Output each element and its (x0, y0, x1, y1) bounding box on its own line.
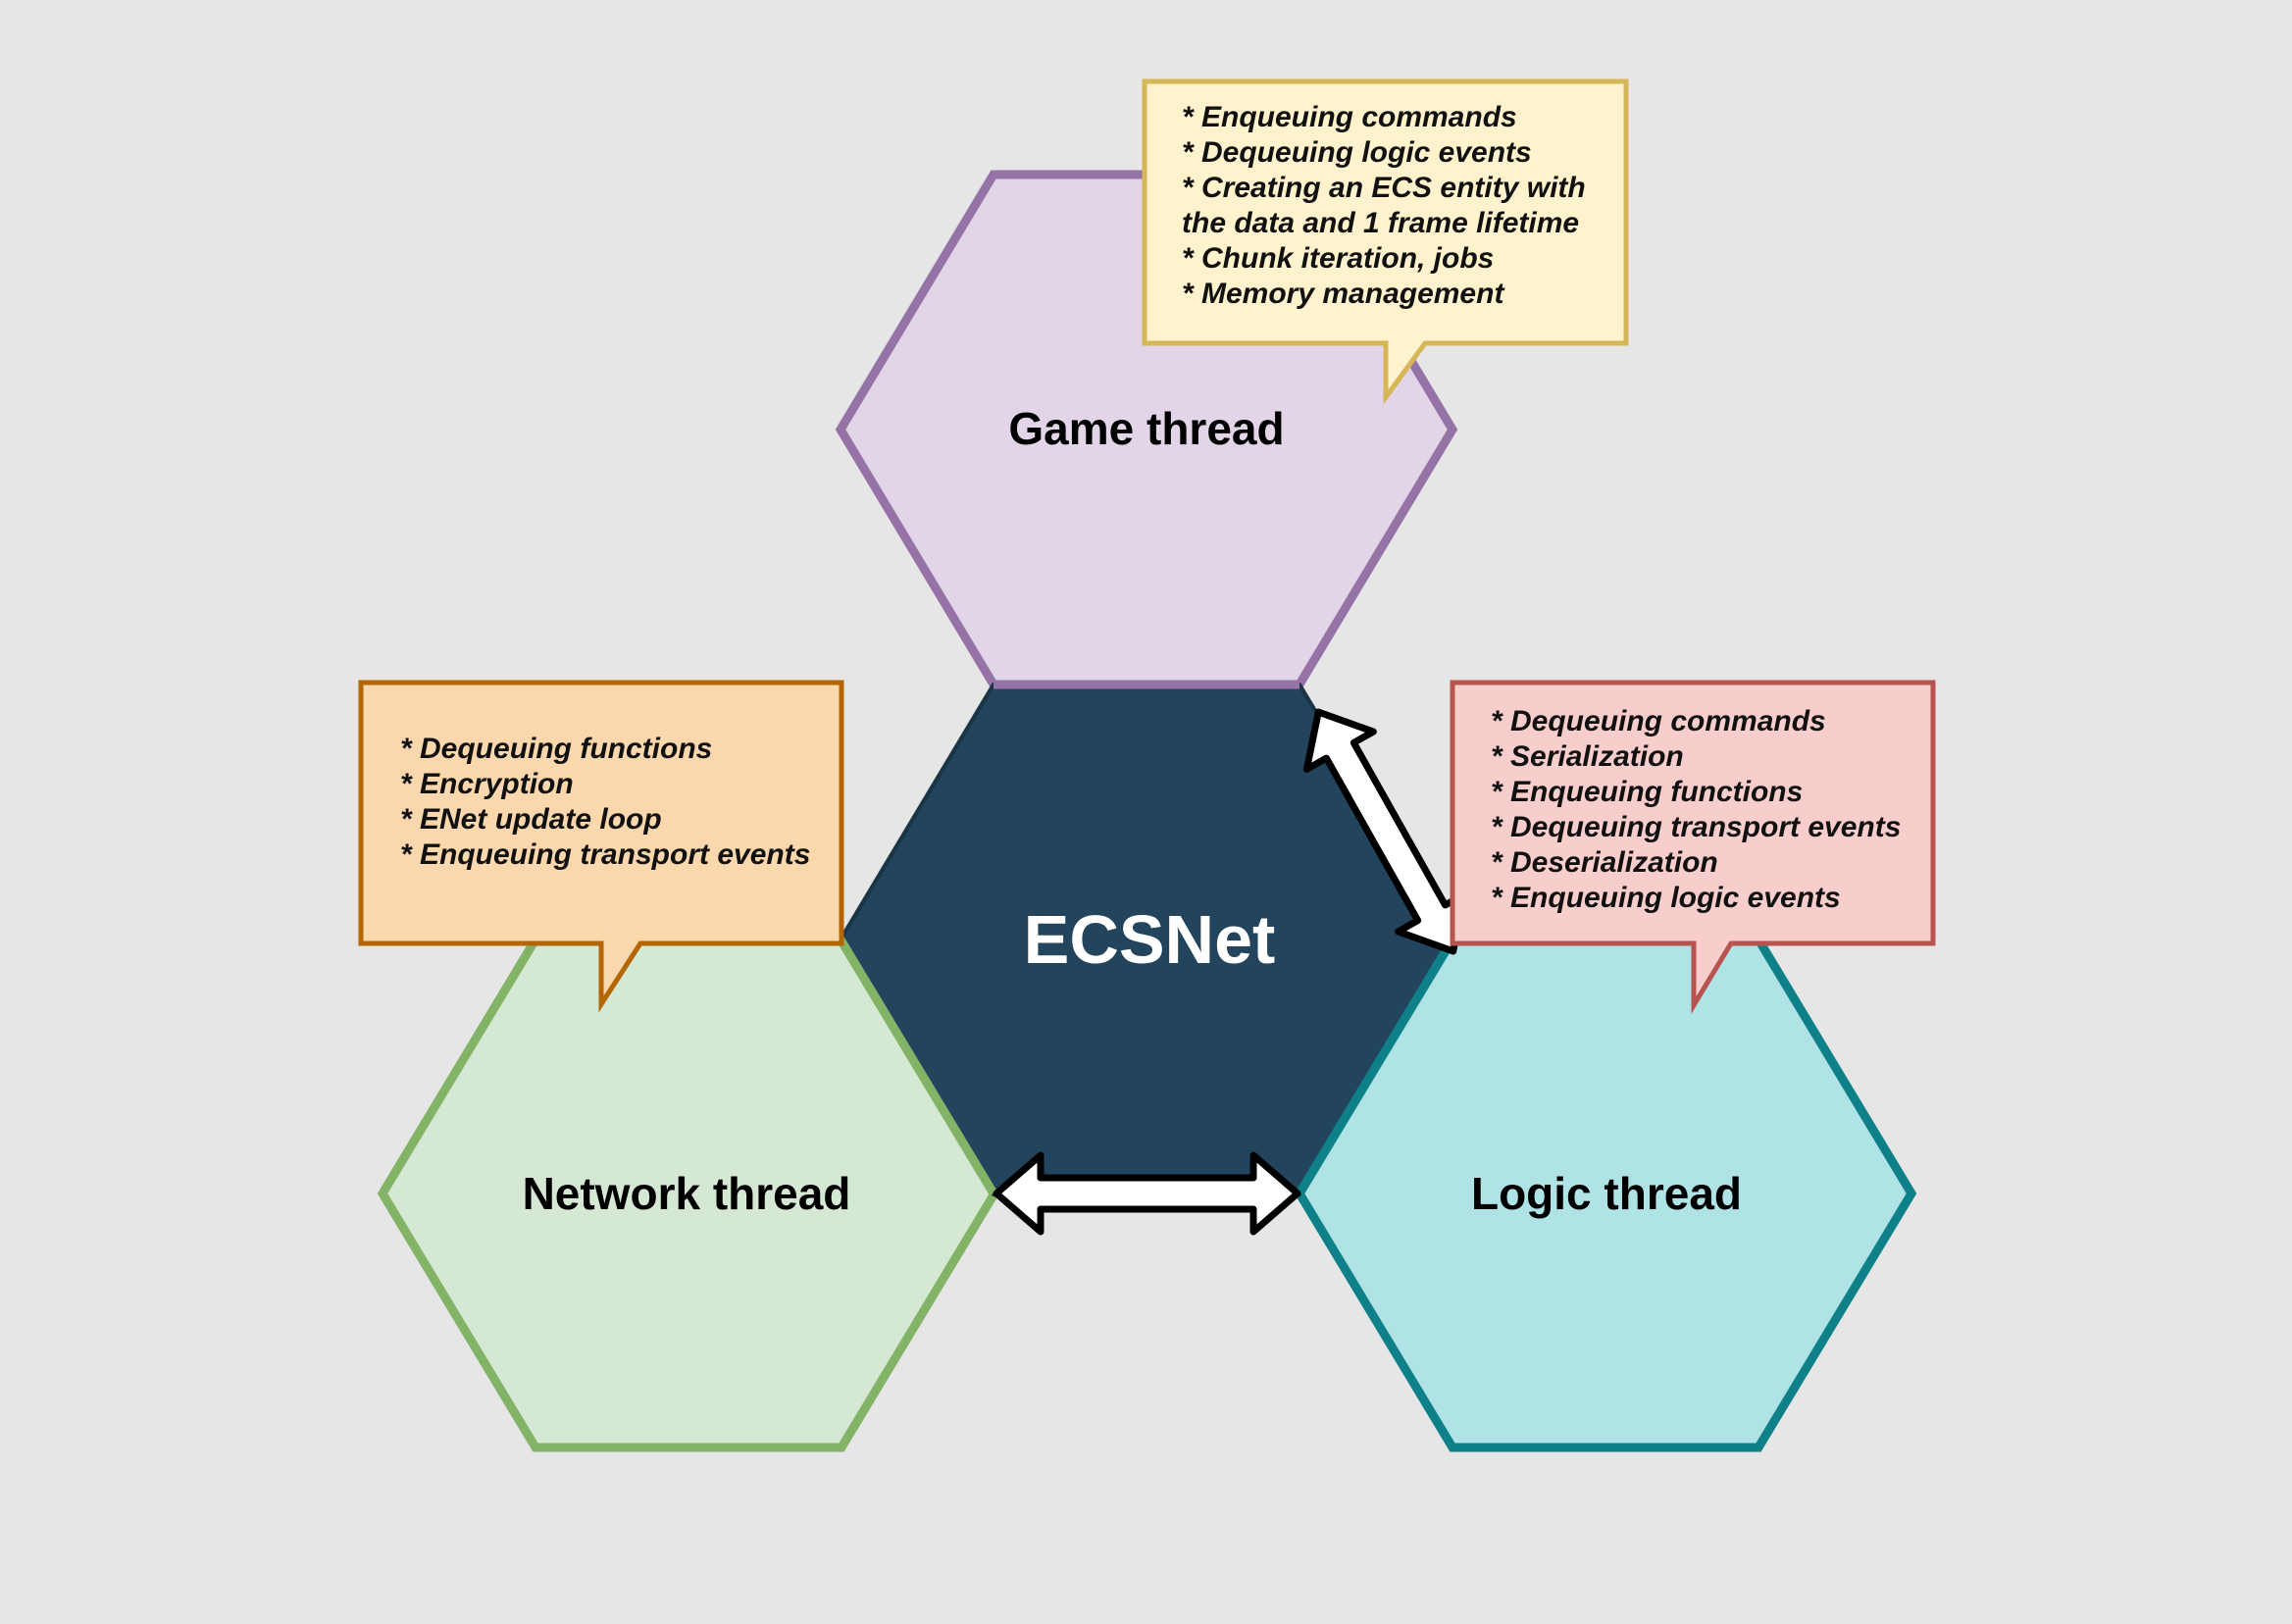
network-note-line: * Enqueuing transport events (400, 838, 810, 871)
network-note-line: * Encryption (400, 768, 574, 800)
game-note-line: the data and 1 frame lifetime (1182, 207, 1579, 239)
ecsnet-label: ECSNet (1024, 901, 1276, 978)
logic-note-line: * Enqueuing logic events (1491, 882, 1841, 914)
logic-note-line: * Serialization (1491, 740, 1684, 773)
network-thread-note-text: * Dequeuing functions * Encryption * ENe… (400, 733, 810, 871)
network-logic-double-arrow (993, 1151, 1301, 1236)
network-thread-edge (837, 937, 997, 1196)
logic-note-line: * Dequeuing commands (1491, 705, 1826, 737)
game-note-line: * Chunk iteration, jobs (1182, 242, 1494, 275)
network-thread-note-bubble (358, 680, 844, 1013)
network-thread-label: Network thread (523, 1168, 851, 1219)
logic-note-line: * Deserialization (1491, 846, 1718, 879)
network-thread-note: * Dequeuing functions * Encryption * ENe… (358, 680, 844, 1013)
network-note-line: * ENet update loop (400, 803, 662, 836)
game-logic-double-arrow (1302, 708, 1469, 955)
logic-note-line: * Dequeuing transport events (1491, 811, 1901, 843)
game-thread-note-text: * Enqueuing commands * Dequeuing logic e… (1182, 101, 1594, 310)
logic-thread-note-bubble (1450, 680, 1936, 1014)
logic-thread-note-text: * Dequeuing commands * Serialization * E… (1491, 705, 1910, 914)
logic-thread-note: * Dequeuing commands * Serialization * E… (1450, 680, 1936, 1014)
game-note-line: * Creating an ECS entity with (1182, 172, 1586, 204)
game-note-line: * Dequeuing logic events (1182, 136, 1532, 169)
game-note-line: * Memory management (1182, 278, 1505, 310)
game-thread-label: Game thread (1008, 403, 1284, 454)
logic-thread-edge (1296, 937, 1456, 1196)
game-thread-note-bubble (1142, 78, 1629, 405)
game-note-line: * Enqueuing commands (1182, 101, 1517, 133)
logic-thread-label: Logic thread (1471, 1168, 1742, 1219)
game-thread-note: * Enqueuing commands * Dequeuing logic e… (1142, 78, 1629, 405)
network-note-line: * Dequeuing functions (400, 733, 712, 765)
logic-note-line: * Enqueuing functions (1491, 776, 1803, 808)
